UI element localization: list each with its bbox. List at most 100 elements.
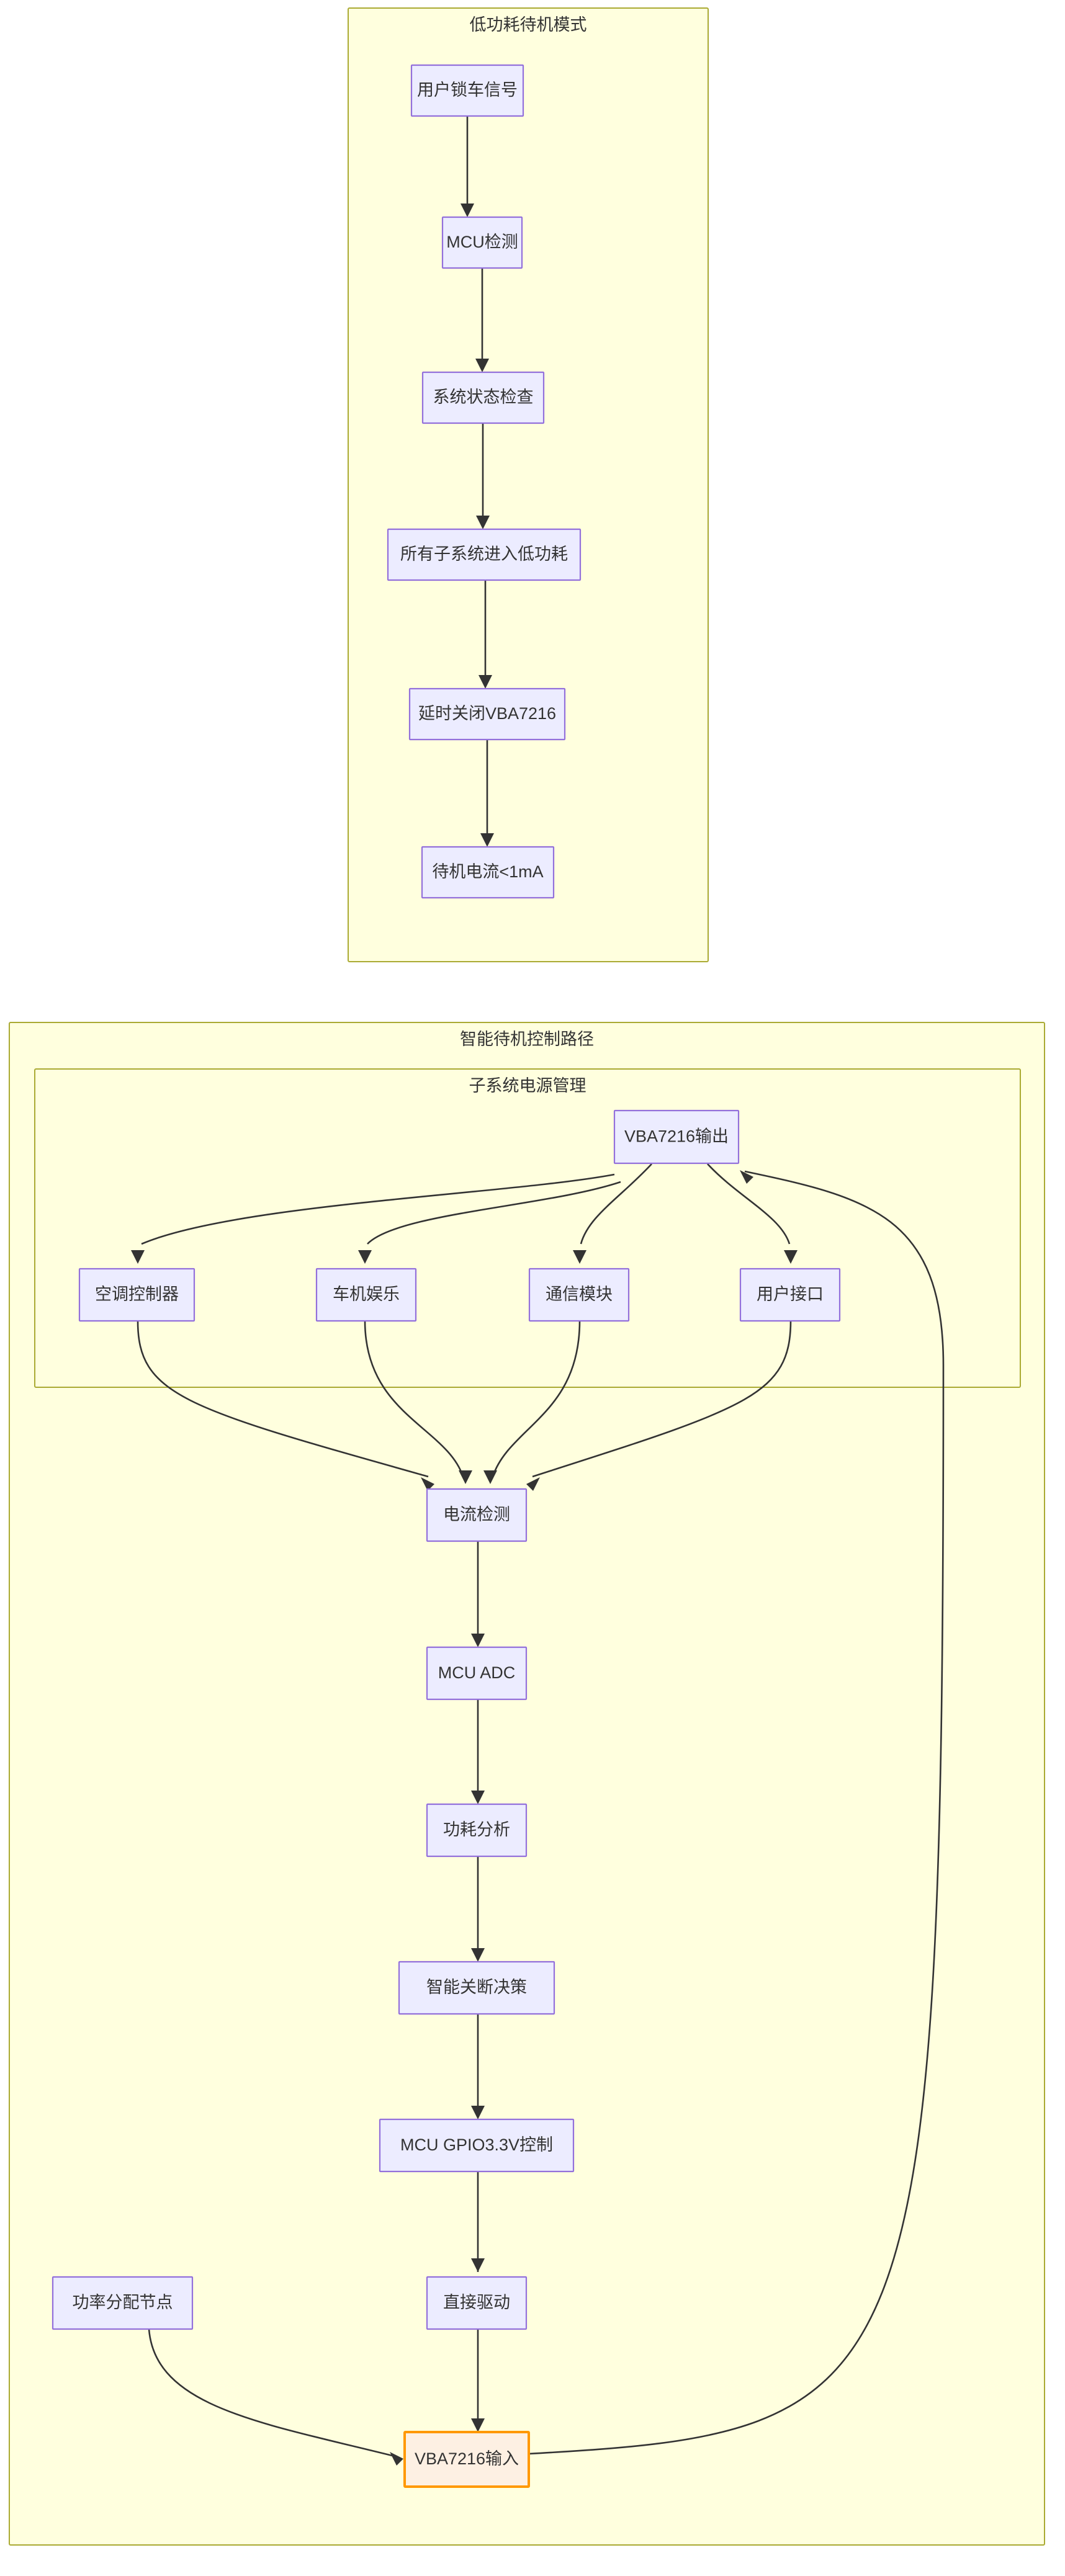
n-vba7216-input-label: VBA7216输入 [415, 2449, 519, 2468]
edge-n-direct-drive-to-n-vba7216-input [471, 2329, 485, 2432]
arrowhead-icon [479, 675, 492, 689]
edge-n-mcu-adc-to-n-power-analysis [471, 1699, 485, 1804]
n-vba7216-output[interactable]: VBA7216输出 [613, 1109, 740, 1165]
edge-n-power-analysis-to-n-smart-cutoff [471, 1856, 485, 1962]
n-power-dist-node[interactable]: 功率分配节点 [52, 2276, 194, 2330]
n-user-interface-label: 用户接口 [757, 1285, 824, 1304]
n-system-state-check-box[interactable] [421, 371, 545, 424]
arrowhead-icon [459, 1470, 472, 1484]
n-all-subsys-lowpwr-label: 所有子系统进入低功耗 [400, 545, 568, 563]
n-user-lock-signal[interactable]: 用户锁车信号 [410, 64, 524, 117]
cluster-low-power-standby-box [348, 7, 709, 962]
arrowhead-icon [784, 1250, 798, 1264]
edge-n-comm-module-to-n-current-sense [483, 1320, 581, 1484]
edge-n-system-state-check-to-n-all-subsys-lowpwr [476, 423, 490, 529]
n-comm-module[interactable]: 通信模块 [528, 1268, 630, 1322]
arrowhead-icon [483, 1470, 497, 1484]
n-user-interface[interactable]: 用户接口 [739, 1268, 841, 1322]
n-standby-current-box[interactable] [421, 846, 555, 899]
arrowhead-icon [480, 833, 494, 847]
edge-line [492, 1320, 581, 1477]
n-ac-controller[interactable]: 空调控制器 [78, 1268, 195, 1322]
edge-line [148, 2328, 398, 2458]
arrowhead-icon [471, 2418, 485, 2432]
n-vba7216-output-box[interactable] [613, 1109, 740, 1165]
arrowhead-icon [471, 1948, 485, 1962]
n-direct-drive[interactable]: 直接驱动 [426, 2276, 528, 2330]
n-infotainment-box[interactable] [315, 1268, 417, 1322]
n-standby-current-label: 待机电流<1mA [432, 862, 543, 881]
edge-n-vba7216-input-to-n-vba7216-output [528, 1170, 945, 2455]
n-mcu-detect[interactable]: MCU检测 [441, 216, 523, 269]
n-comm-module-label: 通信模块 [546, 1285, 613, 1304]
n-infotainment[interactable]: 车机娱乐 [315, 1268, 417, 1322]
n-user-interface-box[interactable] [739, 1268, 841, 1322]
arrowhead-icon [358, 1250, 372, 1264]
cluster-subsystem-power-mgmt-box [34, 1068, 1021, 1388]
arrowhead-icon [390, 2452, 403, 2466]
n-mcu-adc-box[interactable] [426, 1646, 528, 1701]
n-mcu-detect-box[interactable] [441, 216, 523, 269]
edge-n-delay-off-vba7216-to-n-standby-current [480, 740, 494, 847]
n-power-dist-node-box[interactable] [52, 2276, 194, 2330]
edge-n-ac-controller-to-n-current-sense [137, 1320, 434, 1491]
arrowhead-icon [461, 203, 474, 217]
n-mcu-detect-label: MCU检测 [446, 233, 518, 251]
arrowhead-icon [471, 2258, 485, 2272]
n-all-subsys-lowpwr[interactable]: 所有子系统进入低功耗 [387, 528, 582, 581]
n-smart-cutoff-label: 智能关断决策 [426, 1978, 527, 1997]
edge-n-user-interface-to-n-current-sense [526, 1320, 792, 1491]
edge-line [137, 1320, 429, 1478]
cluster-subsystem-power-mgmt: 子系统电源管理 [34, 1068, 1021, 1388]
n-system-state-check[interactable]: 系统状态检查 [421, 371, 545, 424]
n-delay-off-vba7216-label: 延时关闭VBA7216 [418, 704, 556, 723]
n-vba7216-input[interactable]: VBA7216输入 [403, 2431, 530, 2488]
edge-n-vba7216-output-to-n-infotainment [358, 1181, 621, 1264]
n-smart-cutoff[interactable]: 智能关断决策 [398, 1961, 555, 2015]
edge-n-all-subsys-lowpwr-to-n-delay-off-vba7216 [479, 580, 492, 689]
edge-n-infotainment-to-n-current-sense [364, 1320, 472, 1484]
n-power-analysis[interactable]: 功耗分析 [426, 1803, 528, 1858]
n-current-sense-box[interactable] [426, 1488, 528, 1542]
n-mcu-adc-label: MCU ADC [438, 1663, 516, 1682]
edge-n-power-dist-node-to-n-vba7216-input [148, 2328, 403, 2466]
n-all-subsys-lowpwr-box[interactable] [387, 528, 582, 581]
n-vba7216-input-box[interactable] [403, 2431, 530, 2488]
arrowhead-icon [471, 1634, 485, 1647]
n-delay-off-vba7216-box[interactable] [408, 687, 566, 741]
n-comm-module-box[interactable] [528, 1268, 630, 1322]
n-ac-controller-box[interactable] [78, 1268, 195, 1322]
n-power-analysis-box[interactable] [426, 1803, 528, 1858]
edge-n-current-sense-to-n-mcu-adc [471, 1541, 485, 1647]
arrowhead-icon [421, 1477, 434, 1491]
arrowhead-icon [740, 1170, 753, 1184]
cluster-low-power-standby-title: 低功耗待机模式 [470, 16, 587, 34]
n-mcu-gpio-33v-box[interactable] [379, 2118, 575, 2173]
arrowhead-icon [526, 1477, 540, 1491]
n-standby-current[interactable]: 待机电流<1mA [421, 846, 555, 899]
arrowhead-icon [471, 1791, 485, 1804]
arrowhead-icon [475, 359, 489, 372]
n-user-lock-signal-box[interactable] [410, 64, 524, 117]
arrowhead-icon [131, 1250, 145, 1264]
n-system-state-check-label: 系统状态检查 [433, 388, 534, 406]
edge-n-mcu-gpio-33v-to-n-direct-drive [471, 2171, 485, 2272]
arrowhead-icon [573, 1250, 586, 1264]
edge-n-smart-cutoff-to-n-mcu-gpio-33v [471, 2014, 485, 2119]
n-direct-drive-box[interactable] [426, 2276, 528, 2330]
edge-n-mcu-detect-to-n-system-state-check [475, 268, 489, 372]
n-vba7216-output-label: VBA7216输出 [624, 1127, 729, 1146]
edge-n-user-lock-signal-to-n-mcu-detect [461, 116, 474, 217]
cluster-low-power-standby: 低功耗待机模式 [348, 7, 709, 962]
n-mcu-adc[interactable]: MCU ADC [426, 1646, 528, 1701]
edge-n-vba7216-output-to-n-user-interface [707, 1163, 798, 1264]
n-smart-cutoff-box[interactable] [398, 1961, 555, 2015]
edge-line [141, 1173, 615, 1245]
edge-line [528, 1170, 945, 2455]
n-delay-off-vba7216[interactable]: 延时关闭VBA7216 [408, 687, 566, 741]
n-user-lock-signal-label: 用户锁车信号 [417, 81, 518, 99]
n-mcu-gpio-33v[interactable]: MCU GPIO3.3V控制 [379, 2118, 575, 2173]
n-current-sense[interactable]: 电流检测 [426, 1488, 528, 1542]
